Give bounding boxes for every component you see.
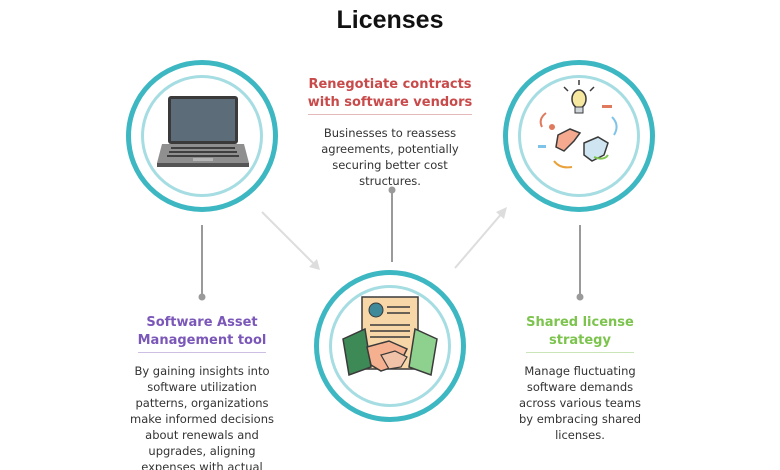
renegotiate-desc-line: agreements, potentially — [321, 142, 459, 156]
asset-management-desc-line: about renewals and — [145, 428, 259, 442]
collaboration-icon — [538, 80, 618, 169]
top-connector-dot — [388, 186, 396, 194]
asset-management-desc-line: software utilization — [147, 380, 257, 394]
shared-license-desc-line: licenses. — [555, 428, 605, 442]
shared-license-heading-line2: strategy — [549, 333, 611, 348]
renegotiate-desc-line: structures. — [359, 174, 421, 188]
right-connector-dot — [576, 293, 584, 301]
left-connector-dot — [198, 293, 206, 301]
shared-license-heading-line1: Shared license — [526, 315, 634, 330]
collaboration-circle — [503, 60, 655, 212]
contract-handshake-icon — [342, 296, 438, 377]
page-title: Licenses — [336, 6, 444, 34]
asset-management-heading-line1: Software Asset — [146, 315, 258, 330]
asset-management-desc-line: make informed decisions — [130, 412, 274, 426]
laptop-circle-inner-ring — [141, 75, 263, 197]
shared-license-desc-line: by embracing shared — [518, 412, 642, 426]
shared-license-desc-line: Manage fluctuating — [524, 364, 636, 378]
contract-circle-inner-ring — [329, 285, 451, 407]
renegotiate-heading-line1: Renegotiate contracts — [308, 77, 472, 92]
left-arrow-line — [261, 211, 317, 267]
left-arrow-head — [309, 259, 320, 270]
asset-management-heading: Software Asset Management tool — [137, 314, 267, 353]
contract-circle — [314, 270, 466, 422]
shared-license-desc-line: software demands — [526, 380, 634, 394]
asset-management-desc-line: By gaining insights into — [134, 364, 270, 378]
renegotiate-desc-line: securing better cost — [332, 158, 448, 172]
shared-license-description: Manage fluctuating software demands acro… — [508, 363, 652, 443]
asset-management-heading-line2: Management tool — [137, 333, 267, 348]
right-arrow-line — [454, 211, 504, 269]
asset-management-desc-line: patterns, organizations — [135, 396, 269, 410]
asset-management-description: By gaining insights into software utiliz… — [124, 363, 280, 470]
laptop-icon — [157, 96, 249, 167]
shared-license-heading: Shared license strategy — [526, 314, 634, 353]
asset-management-block: Software Asset Management tool By gainin… — [124, 314, 280, 470]
shared-license-block: Shared license strategy Manage fluctuati… — [508, 314, 652, 443]
renegotiate-description: Businesses to reassess agreements, poten… — [305, 125, 475, 189]
asset-management-desc-line: expenses with actual — [141, 460, 263, 470]
shared-license-desc-line: across various teams — [518, 396, 642, 410]
asset-management-desc-line: upgrades, aligning — [148, 444, 256, 458]
renegotiate-heading-line2: with software vendors — [307, 95, 473, 110]
laptop-circle — [126, 60, 278, 212]
renegotiate-block: Renegotiate contracts with software vend… — [305, 76, 475, 189]
renegotiate-desc-line: Businesses to reassess — [323, 126, 457, 140]
renegotiate-heading: Renegotiate contracts with software vend… — [307, 76, 473, 115]
right-arrow-head — [496, 207, 507, 219]
collaboration-circle-inner-ring — [518, 75, 640, 197]
